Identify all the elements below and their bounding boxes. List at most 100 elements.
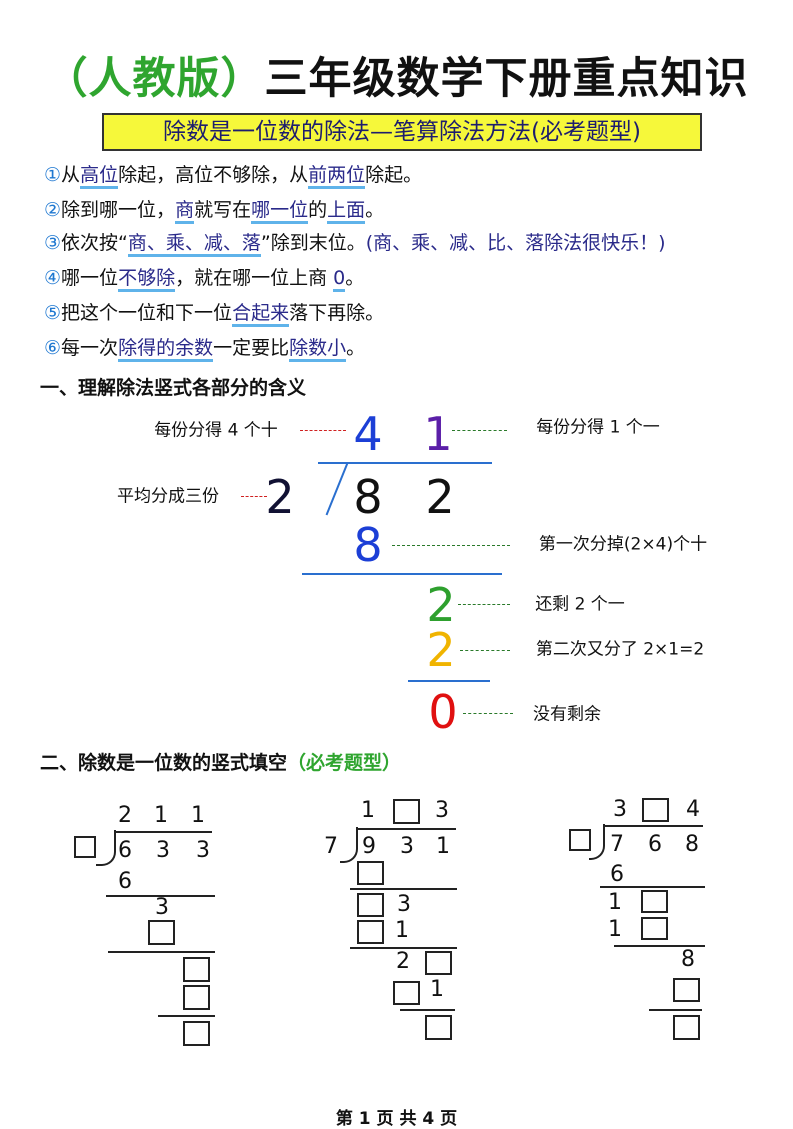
arrow-right-icon [458,604,510,605]
section2-tag: （必考题型） [287,752,402,774]
division-bar [318,462,492,464]
subtract-line [614,945,705,947]
blank-box[interactable] [673,978,700,1002]
section2-title: 二、除数是一位数的竖式填空 [40,752,288,774]
blank-box[interactable] [148,920,175,945]
blank-box[interactable] [393,799,420,824]
circled-number: ② [44,199,62,221]
rule-text: (商、乘、减、比、落除法很快乐！) [365,232,666,254]
highlighted-text: 0 [333,267,346,292]
step-digit: 1 [395,918,409,943]
division-bar [603,825,703,827]
subtract-line [158,1015,215,1017]
quotient-digit: 4 [686,797,700,822]
blank-box[interactable] [673,1015,700,1040]
highlighted-text: 上面 [327,199,366,224]
blank-box[interactable] [183,985,210,1010]
section2-heading: 二、除数是一位数的竖式填空（必考题型） [40,748,401,775]
quotient-digit: 1 [361,798,375,823]
blank-box[interactable] [393,981,420,1005]
highlighted-text: 除数小 [289,337,347,362]
blank-box[interactable] [357,861,384,885]
dividend-digit: 3 [400,834,414,859]
subtract-line [108,951,215,953]
blank-box[interactable] [641,890,668,913]
blank-box[interactable] [183,957,210,982]
blank-box[interactable] [183,1021,210,1046]
highlighted-text: 高位 [80,164,119,189]
rule-text: 的 [308,199,328,221]
blank-box-divisor[interactable] [74,836,96,858]
subtract-line [106,895,215,897]
circled-number: ⑥ [44,337,62,359]
division-bracket [340,827,358,863]
final-remainder: 0 [428,685,458,739]
dividend-digit: 1 [436,834,450,859]
divisor: 2 [265,470,295,524]
subtract-line [350,947,457,949]
blank-box[interactable] [357,893,384,917]
blank-box[interactable] [425,1015,452,1040]
arrow-right-icon [463,713,513,714]
label-first-split: 第一次分掉(2×4)个十 [538,534,708,555]
division-bracket [325,462,349,516]
dividend-digit: 6 [118,838,132,863]
rule-text: 依次按“ [61,232,128,254]
rule-text: 除起，高位不够除，从 [118,164,309,186]
highlighted-text: 合起来 [232,302,290,327]
quotient-digit: 1 [154,803,168,828]
step-digit: 2 [396,949,410,974]
highlighted-text: 除得的余数 [118,337,214,362]
dividend-digit: 3 [156,838,170,863]
divisor-digit: 7 [324,834,338,859]
quotient-tens: 4 [353,407,383,461]
rule-text: 除起。 [365,164,423,186]
first-product: 8 [353,518,383,572]
step-digit: 1 [608,890,622,915]
subtract-line [600,886,705,888]
dividend-tens: 8 [353,470,383,524]
arrow-right-icon [452,430,507,431]
division-bracket [589,824,605,860]
rule-text: 。 [346,337,366,359]
subtract-line [400,1009,455,1011]
rule-item: ③依次按“商、乘、减、落”除到末位。(商、乘、减、比、落除法很快乐！) [44,231,666,257]
page-title: （人教版）三年级数学下册重点知识 [0,44,793,106]
rule-item: ⑤把这个一位和下一位合起来落下再除。 [44,301,385,327]
quotient-ones: 1 [423,407,453,461]
step-digit: 8 [681,947,695,972]
blank-box[interactable] [641,917,668,940]
step-digit: 1 [608,917,622,942]
blank-box-divisor[interactable] [569,829,591,851]
highlighted-text: 哪一位 [251,199,309,224]
label-left-over: 还剩 2 个一 [535,594,625,615]
page-footer: 第 1 页 共 4 页 [335,1109,458,1129]
rule-text: 落下再除。 [289,302,385,324]
dividend-digit: 7 [610,832,624,857]
blank-box[interactable] [425,951,452,975]
remainder-1: 2 [426,578,456,632]
dividend-digit: 8 [685,832,699,857]
label-ones-each: 每份分得 1 个一 [536,417,660,438]
rule-item: ①从高位除起，高位不够除，从前两位除起。 [44,163,423,189]
circled-number: ③ [44,232,62,254]
arrow-right-icon [460,650,510,651]
rule-text: 除到哪一位， [61,199,176,221]
division-bar [114,831,212,833]
step-digit: 1 [430,977,444,1002]
rule-text: 把这个一位和下一位 [61,302,233,324]
rule-text: 。 [365,199,385,221]
circled-number: ① [44,164,62,186]
title-main: 三年级数学下册重点知识 [264,54,749,104]
blank-box[interactable] [357,920,384,944]
step-digit: 3 [397,892,411,917]
quotient-digit: 1 [191,803,205,828]
arrow-left-icon [300,430,346,431]
arrow-right-icon [392,545,510,546]
blank-box[interactable] [642,798,669,822]
subtitle-banner: 除数是一位数的除法—笔算除法方法(必考题型) [102,113,702,151]
subtract-line-2 [408,680,490,682]
label-second-split: 第二次又分了 2×1=2 [535,639,705,660]
step-digit: 3 [155,895,169,920]
subtract-line [350,888,457,890]
